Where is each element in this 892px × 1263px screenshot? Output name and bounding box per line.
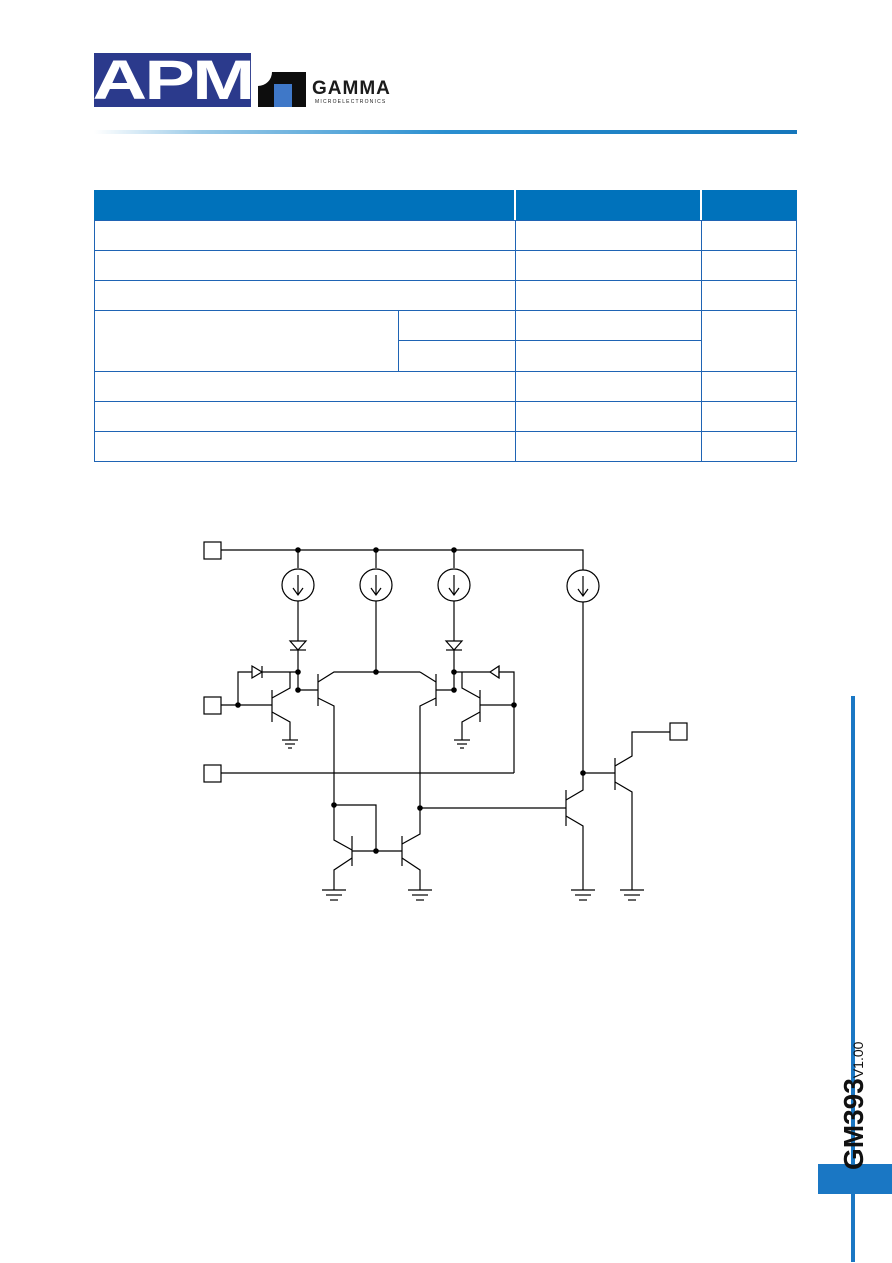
table-header-col-2 (516, 190, 700, 220)
npn-transistor-icon (614, 731, 670, 890)
npn-transistor-icon (333, 836, 353, 890)
table-row-1-col-1 (94, 220, 516, 251)
table-row-4-col-2a (515, 310, 702, 341)
in-minus-terminal (203, 696, 222, 715)
npn-transistor-icon (419, 671, 437, 808)
in-plus-terminal (203, 764, 222, 783)
vcc-terminal (203, 541, 222, 560)
table-row-1-col-2 (515, 220, 702, 251)
table-row-4-col-3 (701, 310, 797, 372)
output-terminal (669, 722, 688, 741)
table-row-4-sub-1 (398, 310, 516, 341)
version-label: V1.00 (850, 1041, 866, 1079)
side-tab (818, 1164, 892, 1194)
table-row-5-col-1 (94, 371, 516, 402)
gamma-logo-subtext: MICROELECTRONICS (315, 99, 387, 105)
gamma-logo-text: GAMMA (312, 78, 391, 99)
diode-icon (288, 640, 308, 651)
side-title: GM393V1.00 (838, 1042, 870, 1170)
table-row-5-col-2 (515, 371, 702, 402)
npn-transistor-icon (401, 808, 421, 890)
current-source-icon (566, 569, 600, 603)
parameter-table (94, 190, 797, 462)
current-source-icon (437, 550, 471, 602)
diode-icon (251, 664, 264, 680)
table-row-7-col-2 (515, 431, 702, 462)
table-row-4-col-1 (94, 310, 399, 372)
table-row-7-col-3 (701, 431, 797, 462)
table-row-1-col-3 (701, 220, 797, 251)
side-bar-bottom (851, 1194, 855, 1262)
table-row-7-col-1 (94, 431, 516, 462)
npn-transistor-icon (461, 672, 481, 740)
table-row-3-col-2 (515, 280, 702, 311)
gamma-logo-icon (258, 72, 306, 107)
table-row-6-col-1 (94, 401, 516, 432)
apm-logo-text: APM (94, 53, 251, 107)
part-number: GM393 (838, 1078, 869, 1170)
npn-transistor-icon (317, 671, 420, 805)
table-row-3-col-3 (701, 280, 797, 311)
side-bar-top (851, 696, 855, 1164)
table-header-col-1 (94, 190, 514, 220)
diode-icon (444, 640, 464, 651)
current-source-icon (359, 550, 393, 602)
npn-transistor-icon (271, 672, 291, 740)
table-row-2-col-1 (94, 250, 516, 281)
table-row-5-col-3 (701, 371, 797, 402)
npn-transistor-icon (565, 773, 584, 890)
apm-logo: APM (94, 53, 251, 107)
table-row-6-col-3 (701, 401, 797, 432)
table-header-col-3 (702, 190, 797, 220)
table-row-4-sub-2 (398, 340, 516, 372)
current-source-icon (281, 550, 315, 602)
header-rule (94, 130, 797, 134)
diode-icon (488, 664, 500, 680)
table-row-2-col-3 (701, 250, 797, 281)
